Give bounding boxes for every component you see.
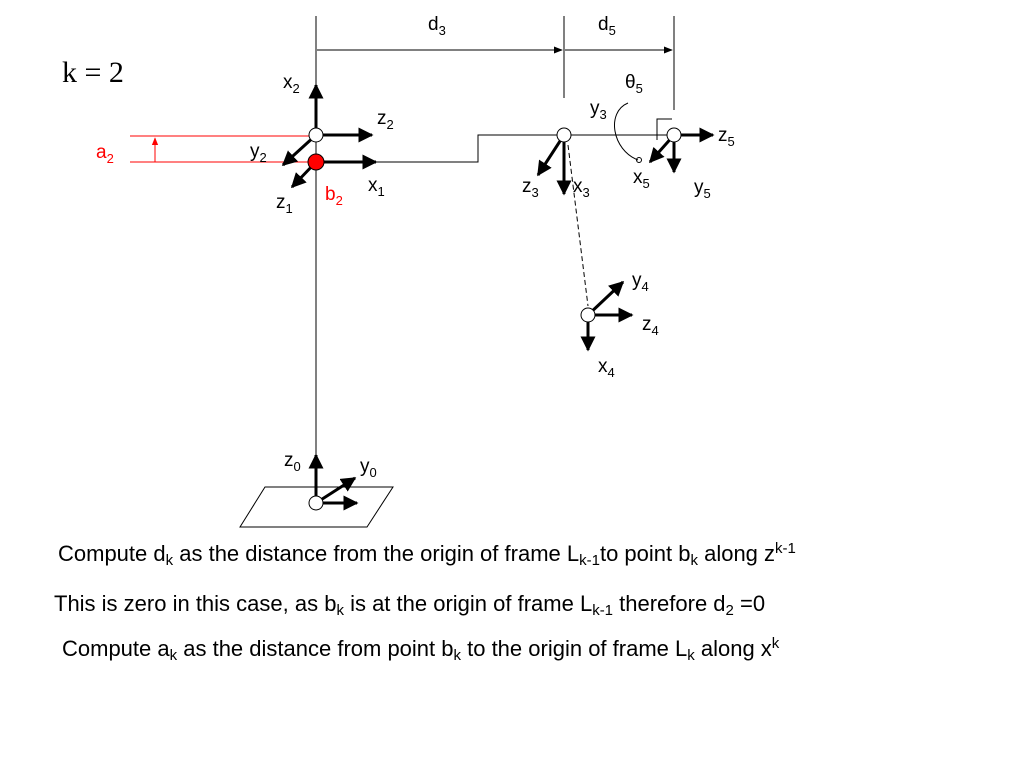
z2-label: z2	[377, 108, 394, 132]
x1-label: x1	[368, 175, 385, 199]
frame-5: z5 x5 y5	[633, 118, 735, 201]
link-to-frame4	[567, 144, 589, 307]
z4-label: z4	[642, 314, 659, 338]
d3-label: d3	[428, 14, 446, 38]
d5-label: d5	[598, 14, 616, 38]
horizontal-link	[376, 134, 674, 163]
x5-label: x5	[633, 167, 650, 191]
point-b2: b2	[307, 153, 343, 208]
dimension-a2: a2	[96, 135, 316, 166]
z0-label: z0	[284, 450, 301, 474]
x3-label: x3	[573, 176, 590, 200]
x2-label: x2	[283, 72, 300, 96]
caption-line-1: Compute dk as the distance from the orig…	[58, 540, 796, 569]
y2-label: y2	[250, 141, 267, 165]
y4-label: y4	[632, 270, 649, 294]
y5-label: y5	[694, 177, 711, 201]
caption-line-3: Compute ak as the distance from point bk…	[62, 635, 780, 664]
z1-label: z1	[276, 192, 293, 216]
frame-2: x2 z2 y2	[250, 72, 394, 167]
theta5-label: θ5	[625, 72, 643, 96]
y3-label: y3	[590, 98, 607, 122]
y0-label: y0	[360, 456, 377, 480]
frame-4: y4 z4 x4	[580, 270, 659, 380]
frame-0: z0 y0	[284, 450, 377, 511]
dimension-d5: d5	[565, 14, 673, 54]
dimension-d3: d3	[317, 14, 563, 54]
theta5-rotation: θ5	[614, 72, 643, 163]
z3-label: z3	[522, 176, 539, 200]
x4-label: x4	[598, 356, 615, 380]
dimension-lines	[315, 16, 675, 135]
z5-label: z5	[718, 125, 735, 149]
frame-3: y3 z3 x3	[522, 98, 607, 200]
caption-line-2: This is zero in this case, as bk is at t…	[54, 591, 766, 619]
b2-label: b2	[325, 184, 343, 208]
a2-label: a2	[96, 142, 114, 166]
k-label: k = 2	[62, 56, 124, 89]
